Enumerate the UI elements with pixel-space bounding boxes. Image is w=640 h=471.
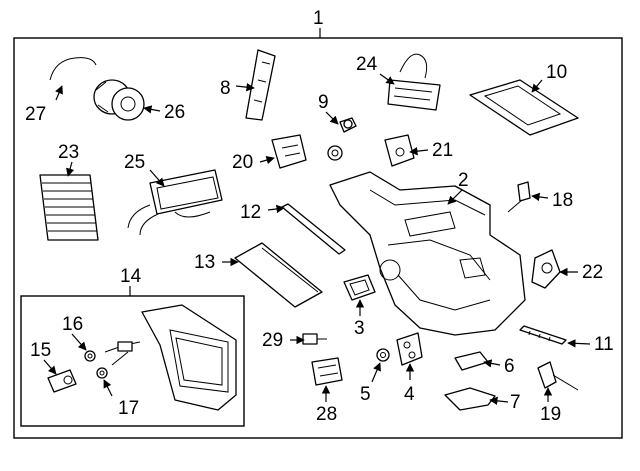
callout-18: 18 [552, 190, 573, 211]
part-13-panel [234, 242, 323, 308]
callout-29: 29 [262, 330, 283, 351]
callout-14: 14 [120, 266, 142, 287]
leader-7 [489, 396, 509, 406]
leader-9 [325, 111, 339, 125]
part-20-actuator [271, 134, 307, 169]
part-29-bolt [302, 333, 327, 345]
callout-7: 7 [510, 392, 521, 413]
callout-16: 16 [62, 314, 83, 335]
callout-9: 9 [318, 92, 329, 113]
part-3-seal [343, 274, 376, 301]
leader-6 [483, 359, 501, 368]
leader-27 [55, 85, 63, 101]
part-18-sensor [507, 181, 531, 213]
leader-20 [259, 156, 275, 165]
callout-1: 1 [313, 8, 324, 29]
leader-26 [143, 105, 161, 114]
callout-23: 23 [58, 142, 79, 163]
grommet-near-9 [327, 145, 343, 161]
callout-25: 25 [124, 152, 145, 173]
callout-24: 24 [356, 54, 378, 75]
callout-15: 15 [30, 340, 51, 361]
callout-20: 20 [232, 152, 253, 173]
leader-16 [71, 333, 87, 351]
part-15-expansion-valve [47, 369, 77, 393]
part-10-panel [469, 79, 579, 136]
part-16-o-ring [84, 350, 96, 362]
callout-12: 12 [240, 202, 261, 223]
sub-assembly-14-frame [20, 295, 245, 427]
callout-19: 19 [540, 404, 561, 425]
callout-27: 27 [25, 104, 46, 125]
part-22-actuator [531, 249, 561, 289]
leader-17 [103, 379, 113, 397]
callout-11: 11 [594, 334, 614, 355]
leader-8 [235, 82, 255, 92]
callout-28: 28 [316, 404, 337, 425]
callout-6: 6 [504, 356, 515, 377]
part-23-cabin-filter [39, 174, 99, 241]
part-17-o-ring [96, 367, 108, 379]
leader-11 [567, 339, 591, 348]
part-28-connector [311, 357, 343, 386]
part-21-actuator [384, 134, 415, 167]
part-7-bracket [444, 387, 496, 411]
leader-24 [379, 73, 395, 85]
callout-3: 3 [354, 318, 365, 339]
leader-21 [409, 146, 429, 156]
callout-26: 26 [164, 102, 185, 123]
leader-5 [371, 362, 381, 383]
leader-25 [149, 169, 165, 187]
part-8-duct [245, 49, 276, 121]
part-12-strip [281, 203, 346, 255]
part-9-fastener [339, 117, 357, 133]
callout-8: 8 [220, 78, 231, 99]
part-11-strip [519, 325, 567, 345]
part-2-hvac-case [329, 171, 526, 336]
part-4-block [396, 332, 423, 366]
leader-12 [267, 204, 285, 214]
callout-5: 5 [360, 384, 371, 405]
part-27-wire [49, 57, 97, 81]
part-14-lines [104, 341, 141, 366]
part-19-sensor [537, 361, 579, 391]
callout-4: 4 [404, 384, 415, 405]
callout-10: 10 [546, 62, 567, 83]
callout-2: 2 [458, 170, 469, 191]
part-25-heater-core [127, 169, 223, 236]
assembly-frame [13, 37, 623, 439]
part-5-nut [376, 348, 390, 362]
leader-23 [66, 161, 75, 177]
part-24-harness [387, 53, 441, 111]
part-14-evaporator [141, 304, 237, 411]
part-6-bracket [454, 351, 489, 371]
callout-21: 21 [432, 140, 453, 161]
leader-10 [531, 79, 543, 93]
callout-13: 13 [194, 252, 215, 273]
leader-2 [447, 189, 463, 205]
leader-18 [531, 192, 549, 202]
part-26-blower-motor [93, 79, 145, 121]
callout-22: 22 [582, 262, 603, 283]
callout-17: 17 [118, 398, 139, 419]
leader-15 [43, 359, 57, 375]
